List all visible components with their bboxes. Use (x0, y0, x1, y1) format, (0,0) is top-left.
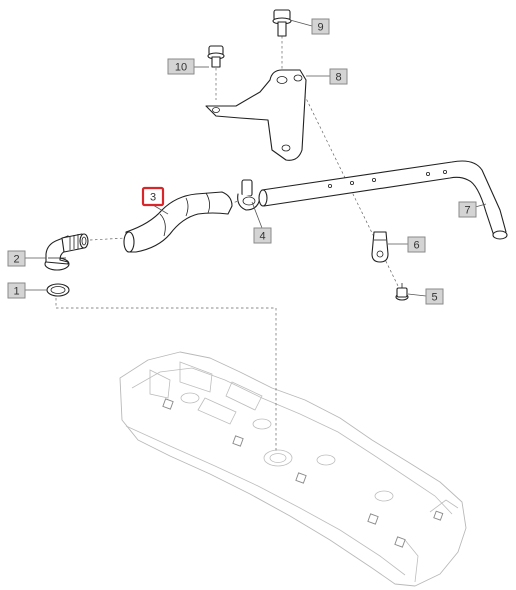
o-ring-part (46, 283, 70, 297)
elbow-fitting-part (44, 233, 89, 271)
leader-lines (25, 19, 487, 297)
callout-7[interactable]: 7 (458, 201, 477, 218)
callout-8[interactable]: 8 (329, 68, 348, 85)
callout-2[interactable]: 2 (7, 250, 26, 267)
hose-clamp-part (237, 179, 261, 211)
callout-10[interactable]: 10 (167, 58, 195, 75)
callout-4[interactable]: 4 (253, 227, 272, 244)
callout-6[interactable]: 6 (407, 236, 426, 253)
assembly-lines (55, 36, 401, 452)
callout-1-label: 1 (13, 286, 19, 298)
bolt-5-part (395, 283, 409, 301)
callout-4-label: 4 (259, 231, 265, 243)
bolt-9-part (272, 9, 292, 37)
p-clip-part (371, 231, 389, 263)
bolt-10-part (207, 45, 225, 68)
callout-7-label: 7 (464, 205, 470, 217)
callout-3-label: 3 (150, 192, 156, 204)
callout-9-label: 9 (317, 22, 323, 34)
callout-5[interactable]: 5 (425, 288, 444, 305)
callout-10-label: 10 (175, 62, 187, 74)
breather-pipe-part (258, 160, 508, 240)
callout-9[interactable]: 9 (311, 18, 330, 35)
bracket-part (205, 69, 307, 161)
callout-2-label: 2 (13, 254, 19, 266)
callout-1[interactable]: 1 (7, 282, 26, 299)
callout-6-label: 6 (413, 240, 419, 252)
callout-5-label: 5 (431, 292, 437, 304)
callout-3[interactable]: 3 (141, 186, 165, 207)
hose-part (123, 191, 233, 253)
valve-cover-ghost (119, 351, 467, 587)
callout-8-label: 8 (335, 72, 341, 84)
